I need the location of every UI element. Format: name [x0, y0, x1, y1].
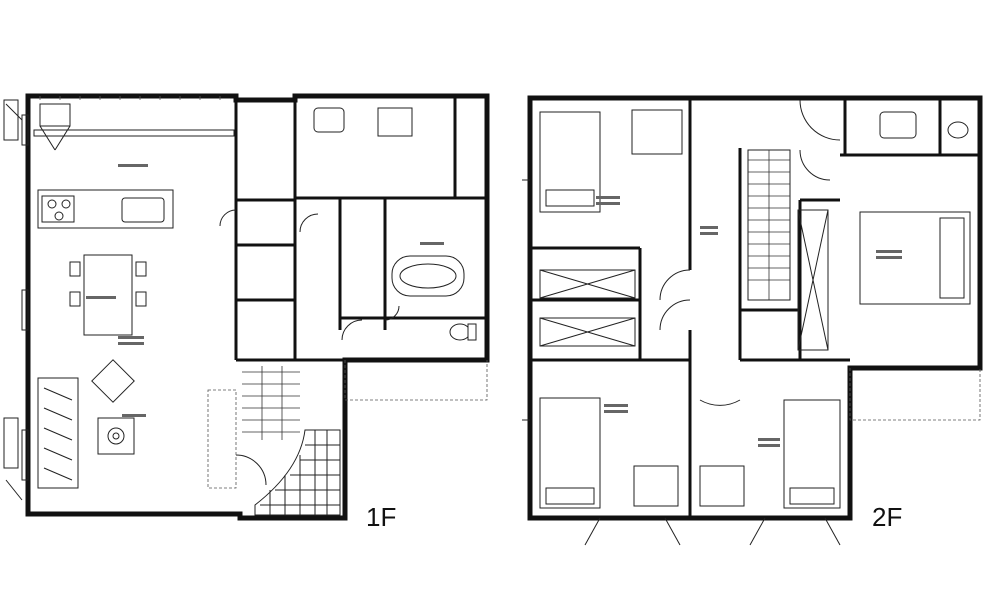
first-floor-stairs	[242, 366, 300, 440]
first-floor-label: 1F	[366, 502, 396, 532]
bed-3	[783, 399, 841, 509]
bed-2	[539, 397, 601, 509]
second-floor-outer-wall	[527, 95, 983, 521]
master-bed	[859, 211, 971, 305]
entrance-tiles	[254, 429, 341, 516]
kitchen-island	[37, 189, 174, 229]
sofa	[37, 377, 79, 489]
second-floor-label: 2F	[872, 502, 902, 532]
second-floor-stairs	[747, 149, 791, 301]
first-floor-outer-wall	[25, 93, 490, 521]
bathtub	[391, 255, 465, 297]
first-floor-plan: 1F	[3, 93, 490, 532]
dining-table	[83, 254, 133, 336]
bed-1	[539, 111, 601, 213]
stove	[41, 195, 75, 223]
kitchen-sink	[121, 197, 165, 223]
second-floor-plan: 2F	[522, 95, 983, 546]
